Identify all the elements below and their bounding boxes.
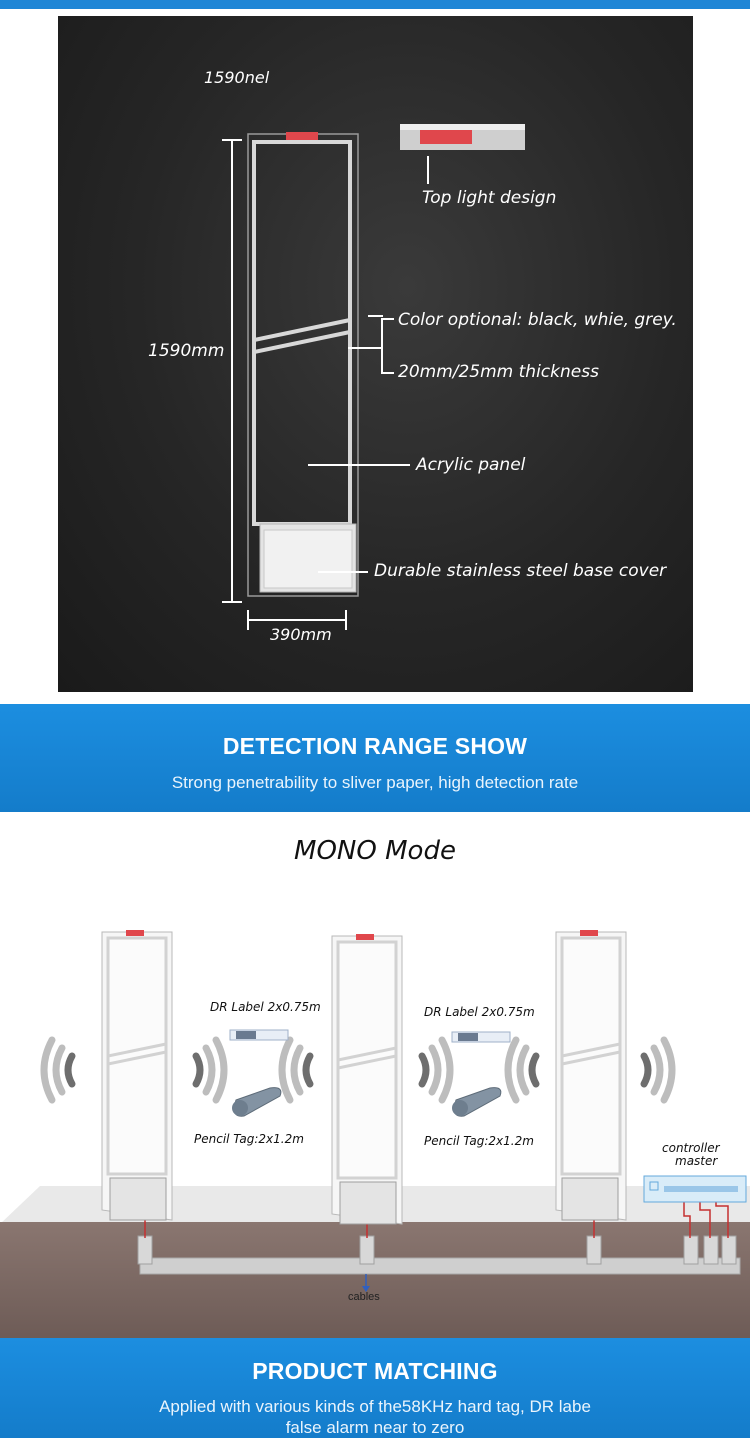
master-label: master <box>675 1154 718 1168</box>
dr-label-text-1: DR Label 2x0.75m <box>210 1000 321 1014</box>
controller-box <box>643 1175 747 1203</box>
pencil-tags <box>232 1087 502 1117</box>
matching-line-2: false alarm near to zero <box>285 1418 465 1437</box>
callout-lines <box>308 315 410 573</box>
matching-banner: PRODUCT MATCHING Applied with various ki… <box>0 1338 750 1438</box>
antenna-left <box>101 930 173 1221</box>
installation-diagram <box>0 930 750 1340</box>
dr-label-text-2: DR Label 2x0.75m <box>424 1005 535 1019</box>
width-dimension <box>247 610 347 630</box>
thickness-label: 20mm/25mm thickness <box>398 362 599 382</box>
detection-banner: DETECTION RANGE SHOW Strong penetrabilit… <box>0 704 750 812</box>
pencil-tag-text-2: Pencil Tag:2x1.2m <box>424 1134 534 1148</box>
antenna-gate <box>247 132 359 597</box>
detection-subtitle: Strong penetrability to sliver paper, hi… <box>171 773 579 792</box>
matching-line-1: Applied with various kinds of the58KHz h… <box>159 1397 591 1416</box>
color-option-label: Color optional: black, whie, grey. <box>398 310 677 330</box>
antenna-spec-drawing <box>222 124 525 630</box>
height-dimension <box>222 139 242 603</box>
mono-mode-scene: DR Label 2x0.75m DR Label 2x0.75m Pencil… <box>0 880 750 1340</box>
cables-label: cables <box>348 1291 380 1303</box>
detection-title: DETECTION RANGE SHOW <box>222 733 528 759</box>
cable-pipe <box>137 1200 741 1292</box>
dr-label-tags <box>229 1029 511 1043</box>
controller-label: controller <box>662 1141 720 1155</box>
top-light-zoom <box>400 124 525 184</box>
signal-waves <box>40 1036 676 1104</box>
watermark-text: 1590nel <box>204 68 270 87</box>
ground <box>0 1222 750 1340</box>
acrylic-label: Acrylic panel <box>416 455 526 475</box>
spec-panel: 1590nel Top light design Color optional:… <box>58 16 693 692</box>
antenna-middle <box>331 934 403 1225</box>
height-label: 1590mm <box>148 341 225 361</box>
top-blue-band <box>0 0 750 9</box>
mode-title: MONO Mode <box>294 836 456 866</box>
antenna-right <box>555 930 627 1221</box>
matching-title: PRODUCT MATCHING <box>252 1358 498 1384</box>
base-label: Durable stainless steel base cover <box>374 561 667 581</box>
top-light <box>286 132 318 140</box>
pencil-tag-text-1: Pencil Tag:2x1.2m <box>194 1132 304 1146</box>
width-label: 390mm <box>270 625 332 644</box>
top-light-label: Top light design <box>422 188 557 208</box>
